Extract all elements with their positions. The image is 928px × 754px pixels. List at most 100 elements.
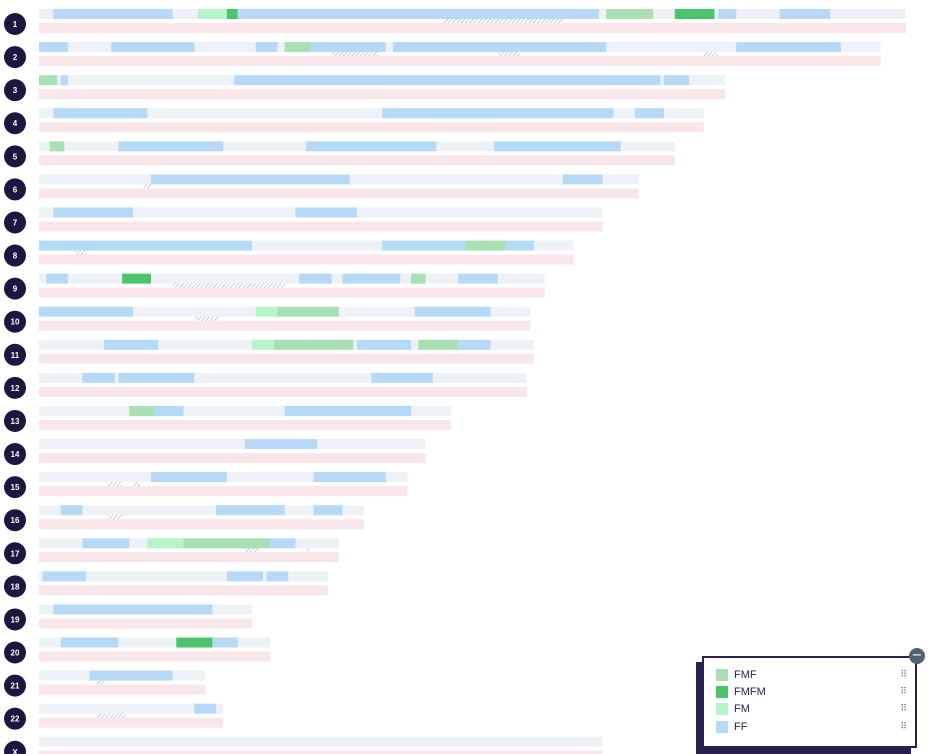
chromosome-label-badge[interactable] <box>4 79 26 102</box>
chromosome-label-badge[interactable] <box>4 641 26 664</box>
chromosome-lower-track[interactable] <box>39 320 531 331</box>
legend-collapse-button[interactable]: − <box>909 648 925 664</box>
segment-ff[interactable] <box>270 538 296 549</box>
chromosome-lower-track[interactable] <box>39 552 339 563</box>
segment-ff[interactable] <box>234 75 661 86</box>
chromosome-lower-track[interactable] <box>39 188 639 199</box>
chromosome-lower-track[interactable] <box>39 585 328 596</box>
chromosome-lower-track[interactable] <box>39 386 527 397</box>
chromosome-lower-track[interactable] <box>39 519 365 530</box>
segment-ff[interactable] <box>255 42 278 53</box>
segment-fmf[interactable] <box>273 339 307 350</box>
segment-ff[interactable] <box>309 42 386 53</box>
segment-fmf[interactable] <box>418 339 459 350</box>
segment-ff[interactable] <box>46 273 68 284</box>
chromosome-lower-track[interactable] <box>39 419 451 430</box>
chromosome-label-badge[interactable] <box>4 211 26 234</box>
segment-ff[interactable] <box>237 9 599 19</box>
segment-fmf[interactable] <box>183 538 271 549</box>
segment-ff[interactable] <box>382 240 466 251</box>
legend-item-fm[interactable]: FM <box>716 702 750 716</box>
segment-fmfm[interactable] <box>176 637 213 648</box>
segment-ff[interactable] <box>458 339 491 350</box>
chromosome-lower-track[interactable] <box>39 56 881 67</box>
segment-fmf[interactable] <box>39 75 58 86</box>
segment-ff[interactable] <box>295 207 357 218</box>
segment-ff[interactable] <box>306 141 437 152</box>
chromosome-label-badge[interactable] <box>4 145 26 168</box>
segment-fmfm[interactable] <box>226 9 238 19</box>
legend-item-fmfm[interactable]: FMFM <box>716 685 766 699</box>
segment-fmfm[interactable] <box>122 273 151 284</box>
drag-handle-icon[interactable]: ⠿ <box>900 670 907 680</box>
segment-ff[interactable] <box>313 472 386 483</box>
segment-ff[interactable] <box>111 42 195 53</box>
chromosome-upper-track[interactable] <box>39 703 224 714</box>
chromosome-label-badge[interactable] <box>4 310 26 333</box>
chromosome-upper-track[interactable] <box>39 505 365 516</box>
segment-fmf[interactable] <box>411 273 426 284</box>
segment-ff[interactable] <box>39 240 253 251</box>
drag-handle-icon[interactable]: ⠿ <box>900 722 907 732</box>
segment-ff[interactable] <box>39 306 133 317</box>
segment-ff[interactable] <box>313 505 343 516</box>
chromosome-lower-track[interactable] <box>39 23 906 33</box>
segment-ff[interactable] <box>60 75 68 86</box>
segment-fmf[interactable] <box>346 339 354 350</box>
chromosome-label-badge[interactable] <box>4 608 26 631</box>
chromosome-label-badge[interactable] <box>4 13 26 35</box>
segment-ff[interactable] <box>212 637 238 648</box>
segment-ff[interactable] <box>342 273 401 284</box>
chromosome-upper-track[interactable] <box>39 637 271 648</box>
segment-ff[interactable] <box>393 42 607 53</box>
segment-ff[interactable] <box>371 372 433 383</box>
chromosome-lower-track[interactable] <box>39 89 726 100</box>
chromosome-lower-track[interactable] <box>39 750 603 754</box>
chromosome-label-badge[interactable] <box>4 376 26 399</box>
segment-ff[interactable] <box>216 505 285 516</box>
segment-fmf[interactable] <box>606 9 654 19</box>
chromosome-lower-track[interactable] <box>39 254 574 265</box>
segment-fmf[interactable] <box>277 306 339 317</box>
chromosome-label-badge[interactable] <box>4 277 26 300</box>
segment-ff[interactable] <box>494 141 621 152</box>
chromosome-upper-track[interactable] <box>39 571 328 582</box>
segment-ff[interactable] <box>562 174 603 185</box>
segment-fmf[interactable] <box>483 240 506 251</box>
chromosome-label-badge[interactable] <box>4 674 26 697</box>
segment-ff[interactable] <box>635 108 664 119</box>
segment-fmf[interactable] <box>465 240 484 251</box>
segment-fmf[interactable] <box>284 42 310 53</box>
segment-ff[interactable] <box>779 9 831 19</box>
segment-ff[interactable] <box>284 405 412 416</box>
chromosome-label-badge[interactable] <box>4 707 26 730</box>
chromosome-label-badge[interactable] <box>4 112 26 135</box>
segment-ff[interactable] <box>53 9 173 19</box>
chromosome-lower-track[interactable] <box>39 684 206 695</box>
chromosome-label-badge[interactable] <box>4 542 26 565</box>
chromosome-lower-track[interactable] <box>39 453 426 464</box>
segment-fm[interactable] <box>252 339 274 350</box>
chromosome-label-badge[interactable] <box>4 575 26 598</box>
chromosome-lower-track[interactable] <box>39 122 704 133</box>
segment-fmf[interactable] <box>49 141 65 152</box>
chromosome-upper-track[interactable] <box>39 240 574 251</box>
segment-fm[interactable] <box>147 538 184 549</box>
chromosome-label-badge[interactable] <box>4 343 26 366</box>
segment-ff[interactable] <box>60 637 119 648</box>
segment-ff[interactable] <box>39 42 68 53</box>
segment-fmf[interactable] <box>306 339 347 350</box>
chromosome-label-badge[interactable] <box>4 443 26 466</box>
chromosome-upper-track[interactable] <box>39 108 704 119</box>
segment-fmf[interactable] <box>129 405 155 416</box>
segment-ff[interactable] <box>154 405 184 416</box>
chromosome-lower-track[interactable] <box>39 353 534 364</box>
segment-ff[interactable] <box>118 372 195 383</box>
chromosome-lower-track[interactable] <box>39 221 603 232</box>
segment-ff[interactable] <box>244 439 318 450</box>
chromosome-label-badge[interactable] <box>4 509 26 532</box>
chromosome-upper-track[interactable] <box>39 372 527 383</box>
segment-ff[interactable] <box>53 604 213 615</box>
segment-ff[interactable] <box>53 207 133 218</box>
chromosome-lower-track[interactable] <box>39 651 271 662</box>
